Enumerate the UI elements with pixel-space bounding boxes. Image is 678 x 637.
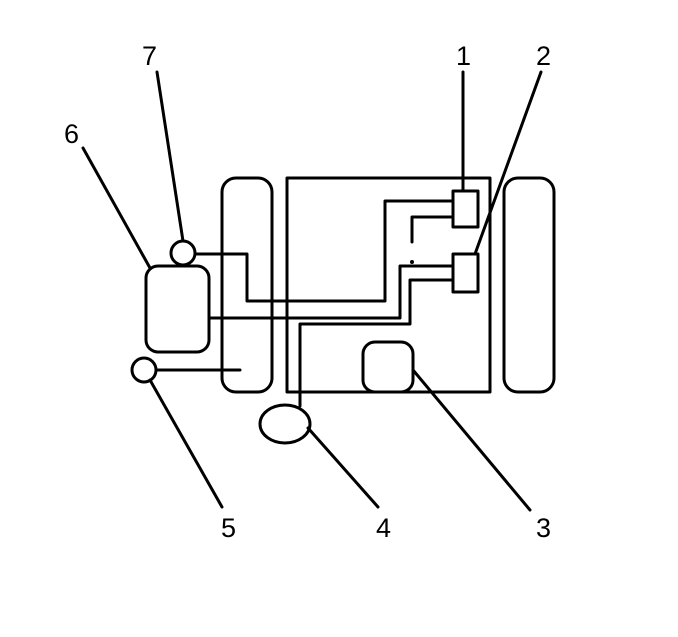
callout-2: 2 (536, 41, 551, 71)
leader-4 (306, 426, 380, 509)
callout-5: 5 (221, 513, 236, 543)
line-2-to-4 (298, 278, 455, 408)
chassis-frame (285, 176, 492, 394)
line-tank-to-2 (207, 264, 455, 320)
module-1 (451, 189, 480, 229)
connector-dot (410, 260, 414, 264)
callout-3: 3 (536, 513, 551, 543)
line-1-to-2 (410, 215, 455, 244)
oval-component-4 (258, 403, 312, 445)
callout-1: 1 (456, 41, 471, 71)
right-wheel (502, 176, 556, 394)
leader-3 (411, 368, 532, 512)
round-component-5 (130, 356, 158, 384)
line-7-to-1 (193, 199, 455, 303)
callout-4: 4 (376, 513, 391, 543)
reservoir-3 (361, 340, 415, 394)
leader-6 (81, 146, 152, 270)
leader-2 (473, 70, 543, 256)
leader-7 (155, 70, 185, 243)
tank-6 (144, 264, 211, 354)
left-wheel (220, 176, 274, 394)
round-component-7 (169, 239, 197, 267)
module-2 (451, 252, 480, 294)
leader-5 (148, 378, 224, 509)
callout-6: 6 (64, 119, 79, 149)
callout-7: 7 (142, 41, 157, 71)
